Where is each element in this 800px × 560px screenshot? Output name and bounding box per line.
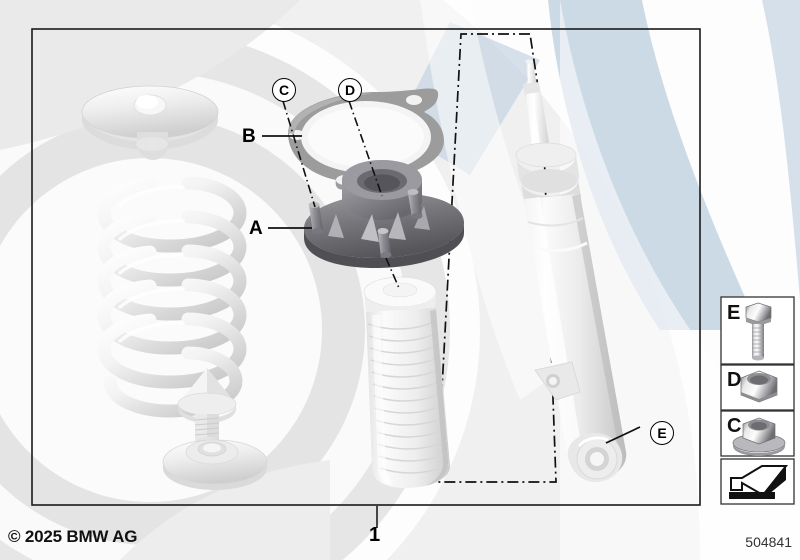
callout-leader-lines bbox=[262, 100, 641, 528]
flange-nut-icon bbox=[732, 417, 786, 456]
lower-spring-pad bbox=[162, 439, 268, 490]
upper-spring-pad bbox=[81, 85, 219, 160]
block-arrow-icon bbox=[729, 465, 789, 499]
callout-label-d: D bbox=[338, 78, 362, 102]
diagram-frame bbox=[31, 28, 701, 506]
coil-spring bbox=[97, 176, 247, 418]
legend-letter-d: D bbox=[727, 369, 742, 391]
callout-label-b: B bbox=[242, 126, 256, 147]
legend-panel bbox=[720, 296, 795, 505]
bump-stop-cone bbox=[177, 368, 237, 447]
strut-mount bbox=[304, 160, 464, 268]
callout-label-c: C bbox=[272, 78, 296, 102]
callout-label-e: E bbox=[650, 421, 674, 445]
hex-nut-icon bbox=[740, 370, 778, 403]
figure-number: 504841 bbox=[745, 534, 792, 550]
mount-stud-right bbox=[407, 189, 423, 219]
legend-letter-c: C bbox=[727, 415, 742, 437]
dust-boot-bellows bbox=[363, 276, 450, 488]
mount-stud-center bbox=[377, 228, 392, 258]
callout-label-a: A bbox=[249, 218, 263, 239]
hex-bolt-icon bbox=[745, 302, 772, 361]
coil-spring-highlights bbox=[118, 185, 185, 343]
legend-letter-e: E bbox=[727, 302, 741, 324]
copyright-notice: © 2025 BMW AG bbox=[8, 527, 138, 546]
assembly-number-label: 1 bbox=[369, 524, 381, 546]
shock-absorber bbox=[515, 59, 627, 483]
